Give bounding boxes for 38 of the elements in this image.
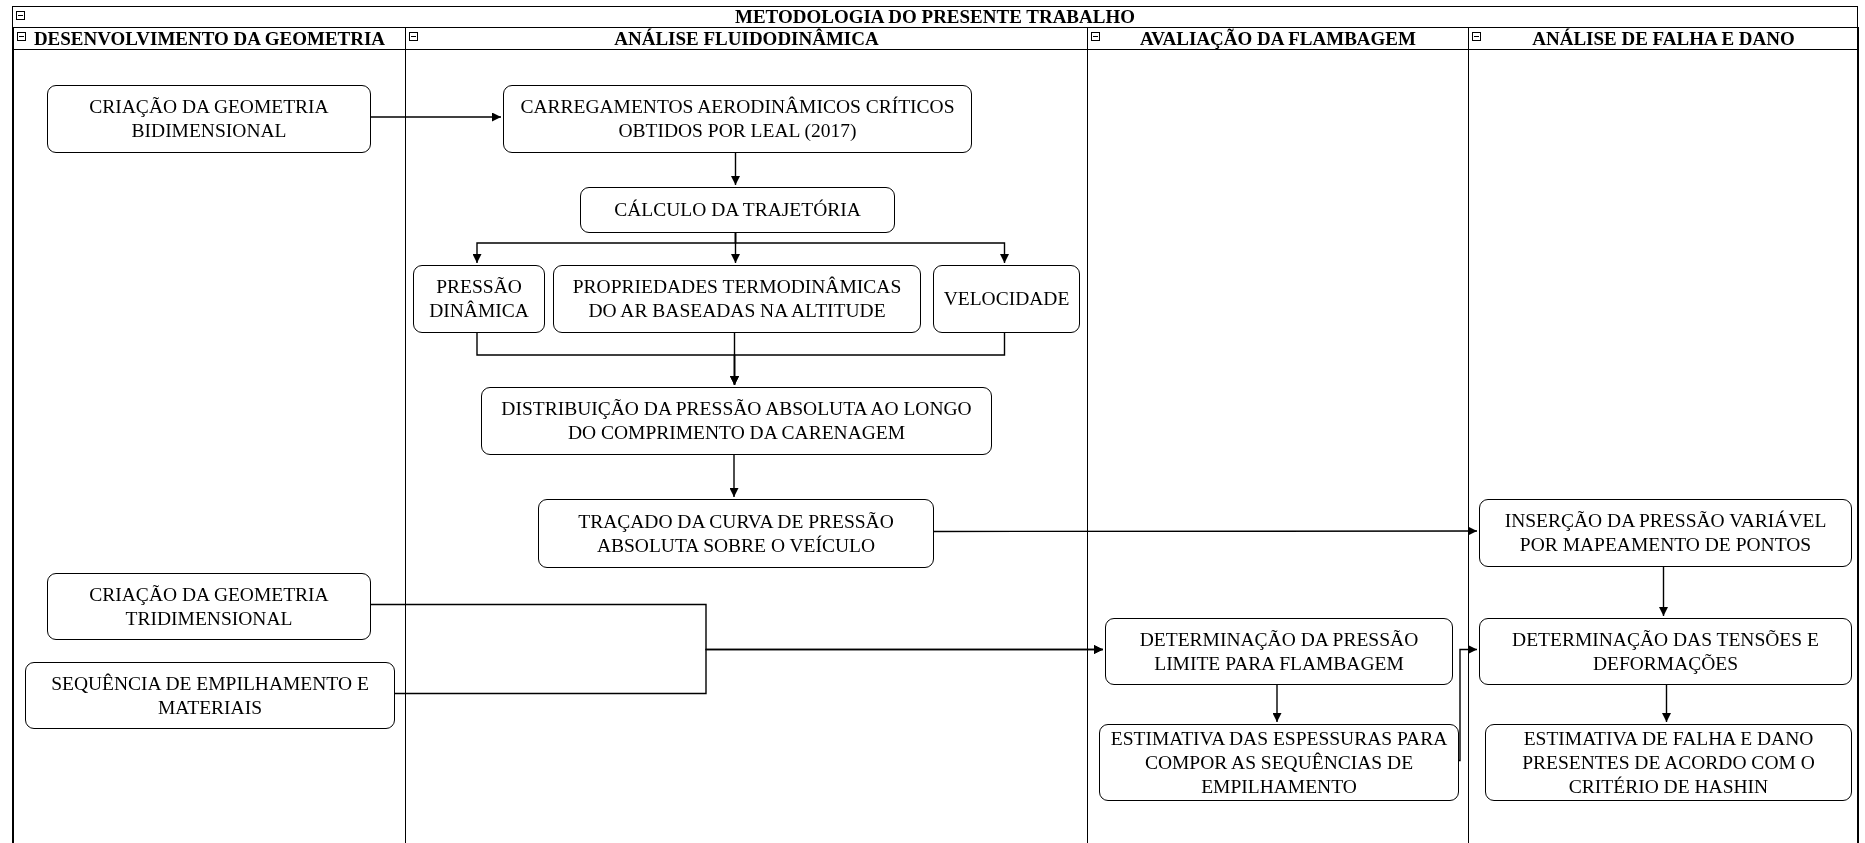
lane-title: ANÁLISE FLUIDODINÂMICA (614, 28, 879, 49)
swimlane-pool (12, 6, 1858, 843)
process-box (1485, 724, 1852, 801)
box-label: INSERÇÃO DA PRESSÃO VARIÁVEL POR MAPEAMENTO DE PONTOS (1503, 509, 1828, 557)
process-box (47, 573, 371, 640)
swimlane (1468, 27, 1859, 843)
box-label: DETERMINAÇÃO DAS TENSÕES E DEFORMAÇÕES (1511, 627, 1820, 676)
lane-title: ANÁLISE DE FALHA E DANO (1532, 28, 1795, 49)
swimlane (13, 27, 406, 843)
lane-title: DESENVOLVIMENTO DA GEOMETRIA (33, 28, 386, 49)
process-box (47, 85, 371, 153)
box-label: CARREGAMENTOS AERODINÂMICOS CRÍTICOS OBTIDOS POR LEAL (2017) (519, 95, 956, 143)
process-box (580, 187, 895, 233)
box-label: CRIAÇÃO DA GEOMETRIA BIDIMENSIONAL (88, 95, 330, 143)
box-label: DISTRIBUIÇÃO DA PRESSÃO ABSOLUTA AO LONGO DO COMPRIMENTO DA CARENAGEM (500, 397, 973, 445)
lane-title: AVALIAÇÃO DA FLAMBAGEM (1140, 28, 1416, 49)
process-box (538, 499, 934, 568)
box-label: CÁLCULO DA TRAJETÓRIA (614, 198, 861, 222)
process-box (25, 662, 395, 729)
box-label: SEQUÊNCIA DE EMPILHAMENTO E MATERIAIS (50, 671, 370, 720)
box-label: VELOCIDADE (943, 287, 1070, 311)
box-label: ESTIMATIVA DE FALHA E DANO PRESENTES DE ACORDO COM O CRITÉRIO DE HASHIN (1521, 726, 1816, 799)
box-label: DETERMINAÇÃO DA PRESSÃO LIMITE PARA FLAMBAGEM (1138, 627, 1420, 676)
process-box (553, 265, 921, 333)
box-label: CRIAÇÃO DA GEOMETRIA TRIDIMENSIONAL (88, 582, 330, 631)
process-box (1479, 499, 1852, 567)
process-box (503, 85, 972, 153)
pool-title: METODOLOGIA DO PRESENTE TRABALHO (735, 7, 1135, 27)
process-box (481, 387, 992, 455)
process-box (413, 265, 545, 333)
box-label: PROPRIEDADES TERMODINÂMICAS DO AR BASEADAS NA ALTITUDE (571, 275, 903, 323)
box-label: TRAÇADO DA CURVA DE PRESSÃO ABSOLUTA SOBRE O VEÍCULO (577, 509, 895, 558)
arrow (1456, 645, 1478, 762)
box-label: PRESSÃO DINÂMICA (428, 275, 530, 323)
process-box (1105, 618, 1453, 685)
process-box (1479, 618, 1852, 685)
box-label: ESTIMATIVA DAS ESPESSURAS PARA COMPOR AS SEQUÊNCIAS DE EMPILHAMENTO (1109, 726, 1449, 799)
process-box (933, 265, 1080, 333)
